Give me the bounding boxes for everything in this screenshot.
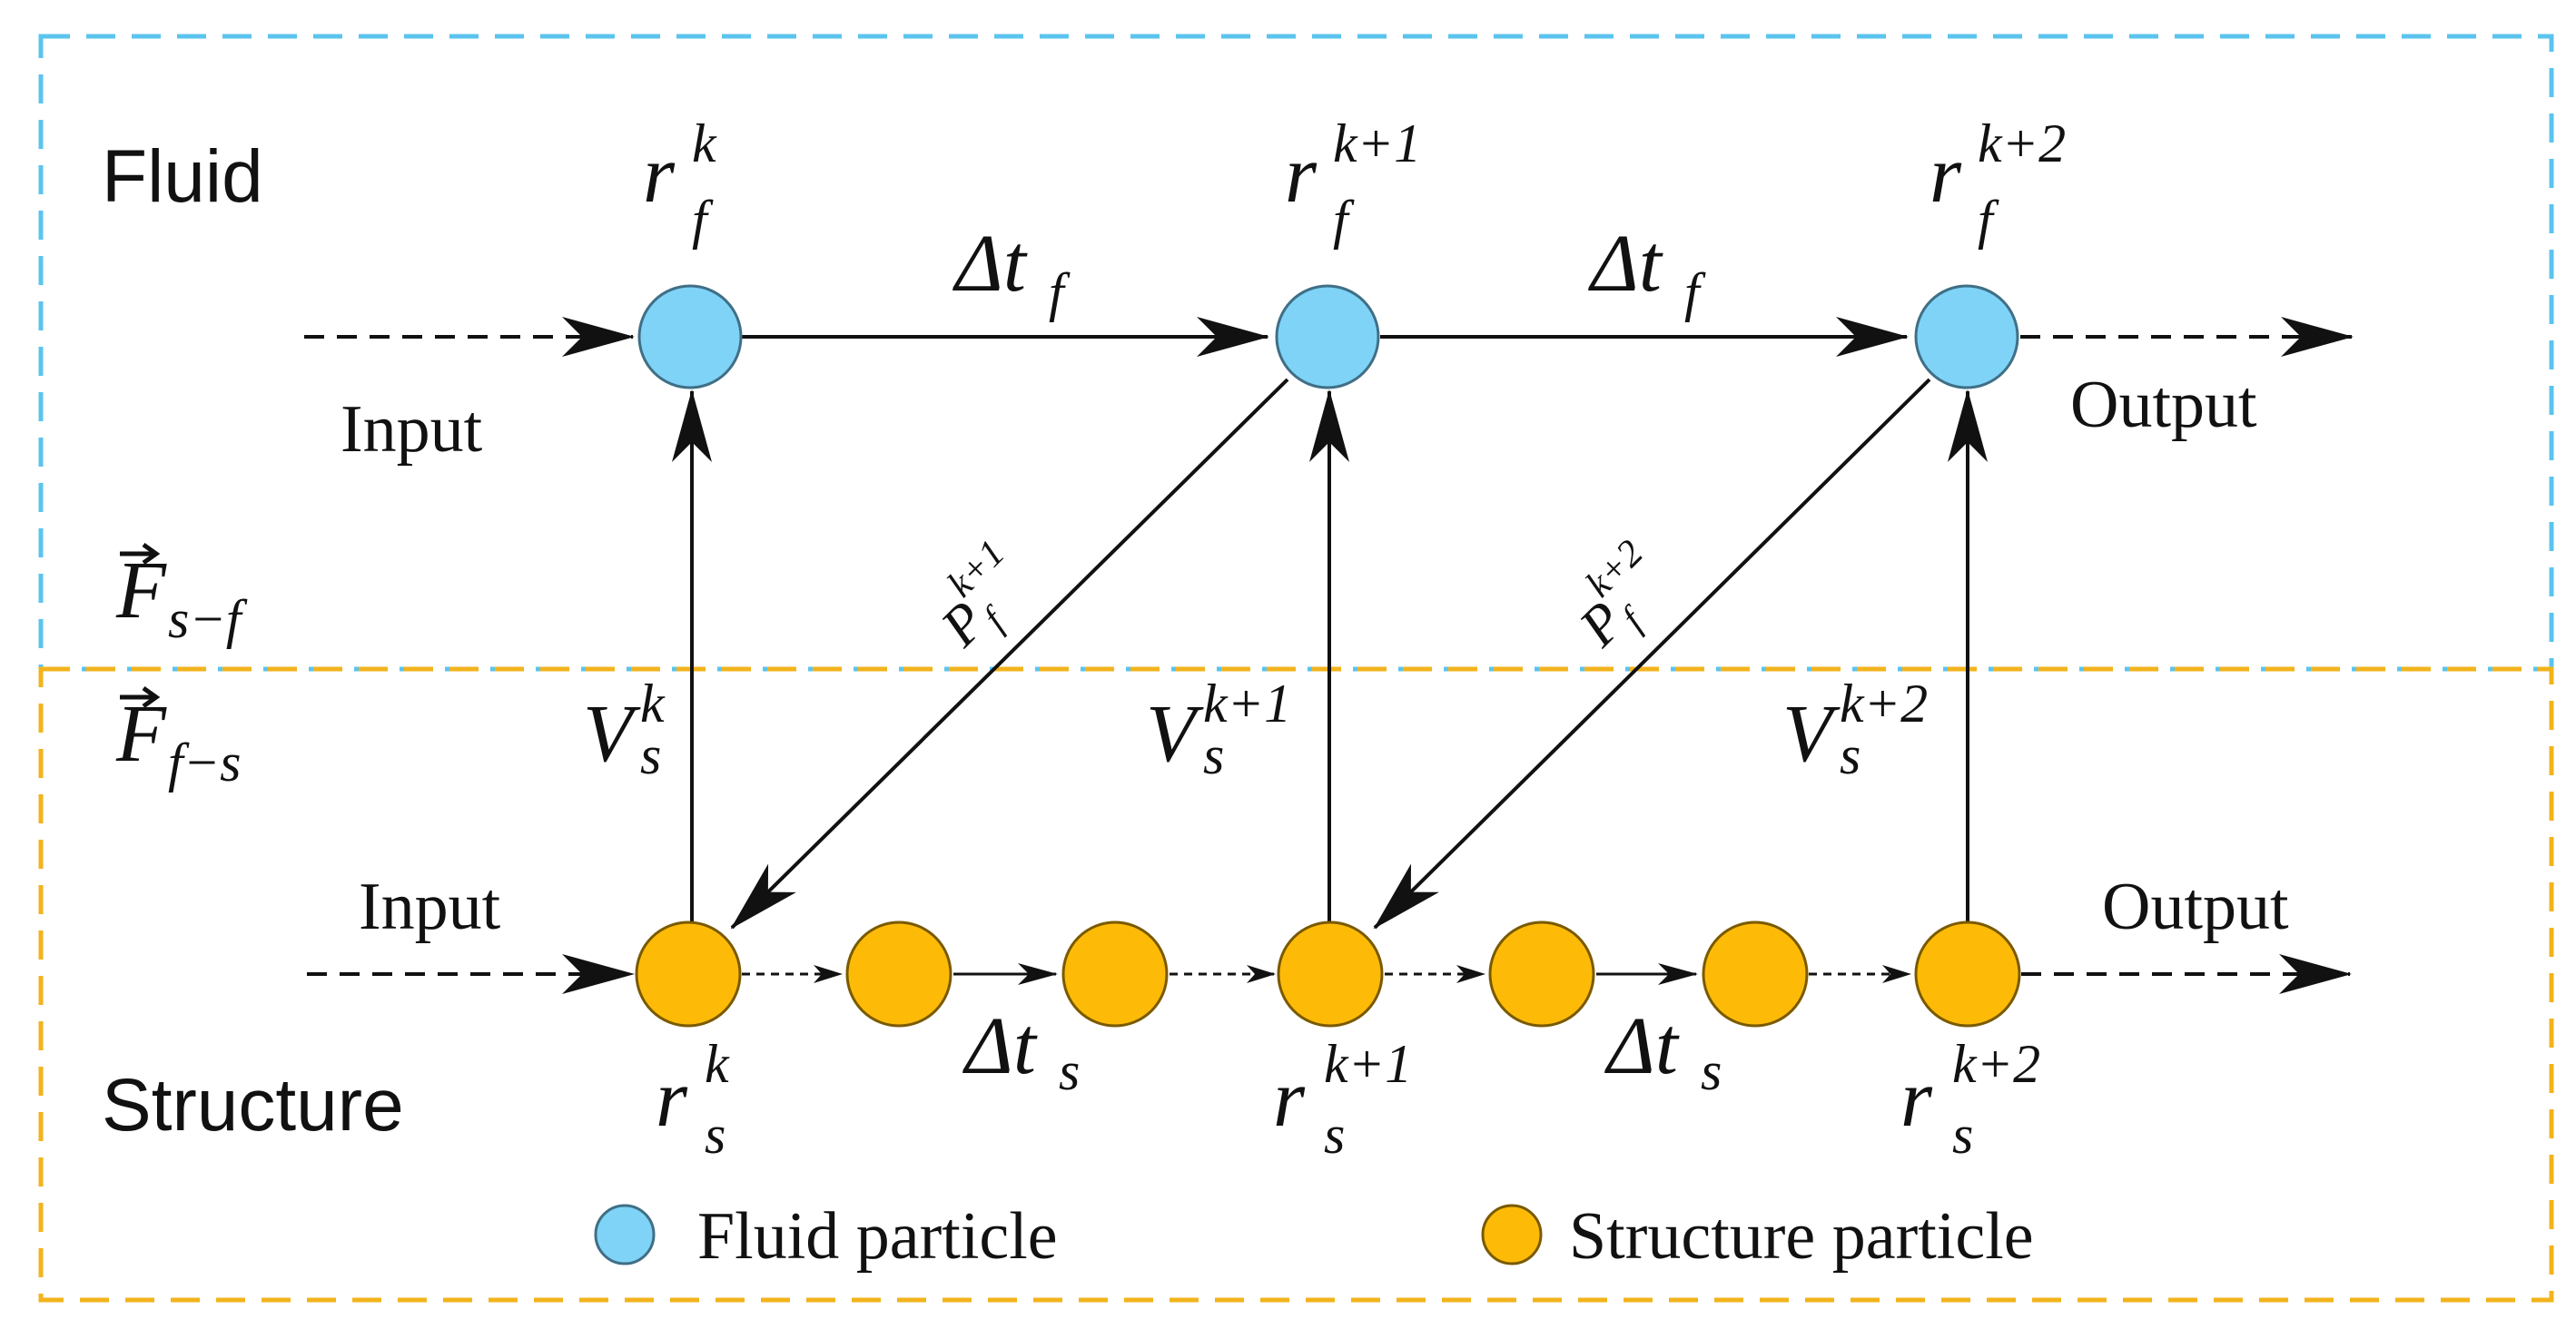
- structure-node-label-k2: r k+2 s: [1900, 1034, 2040, 1165]
- pressure-arrow-k1: [730, 378, 1289, 930]
- fluid-node-label-k1: r k+1 f: [1285, 113, 1421, 250]
- svg-text:r: r: [1900, 1054, 1933, 1144]
- pressure-label-k2: P k+2 f: [1567, 532, 1654, 658]
- svg-text:f: f: [1049, 262, 1071, 322]
- svg-text:s: s: [1324, 1105, 1345, 1165]
- velocity-label-k2: V k+2 s: [1782, 674, 1928, 785]
- pressure-label-k1: P k+1 f: [929, 532, 1016, 658]
- svg-text:s: s: [1840, 725, 1860, 785]
- structure-particle-sub-1: [845, 921, 952, 1028]
- legend-structure-label: Structure particle: [1569, 1199, 2034, 1274]
- velocity-label-k1: V k+1 s: [1146, 674, 1291, 785]
- pressure-arrow-k2: [1373, 378, 1931, 930]
- svg-text:s: s: [1203, 725, 1224, 785]
- structure-node-label-k1: r k+1 s: [1273, 1034, 1412, 1165]
- svg-text:k+2: k+2: [1952, 1034, 2040, 1094]
- structure-particle-k1: [1277, 921, 1384, 1028]
- svg-text:k+1: k+1: [1324, 1034, 1412, 1094]
- svg-text:k+1: k+1: [1203, 674, 1291, 733]
- fluid-particle-k2: [1914, 284, 2019, 389]
- fluid-particle-k: [637, 284, 743, 389]
- structure-region-label: Structure: [102, 1064, 404, 1147]
- svg-text:Δt: Δt: [952, 219, 1028, 309]
- svg-text:f: f: [1333, 190, 1355, 250]
- legend-fluid-label: Fluid particle: [697, 1199, 1058, 1274]
- fluid-output-label: Output: [2070, 368, 2257, 442]
- force-structure-to-fluid-label: F s−f: [115, 542, 248, 649]
- fluid-input-label: Input: [341, 392, 483, 467]
- force-fluid-to-structure-label: F f−s: [115, 685, 242, 793]
- fluid-region-label: Fluid: [102, 135, 263, 218]
- fluid-timestep-label-1: Δt f: [952, 219, 1071, 322]
- svg-text:Δt: Δt: [962, 1001, 1038, 1091]
- structure-particle-sub-3: [1488, 921, 1595, 1028]
- svg-text:f: f: [1978, 190, 1999, 250]
- svg-text:k: k: [705, 1034, 730, 1094]
- svg-text:r: r: [1930, 130, 1962, 220]
- structure-particle-sub-4: [1702, 921, 1809, 1028]
- svg-text:k+2: k+2: [1840, 674, 1928, 733]
- legend: Fluid particle Structure particle: [594, 1199, 2034, 1274]
- svg-text:Δt: Δt: [1588, 219, 1663, 309]
- structure-particle-k: [635, 921, 742, 1028]
- svg-text:r: r: [1285, 130, 1318, 220]
- svg-text:V: V: [1146, 689, 1204, 779]
- svg-text:k: k: [692, 113, 717, 173]
- svg-text:s−f: s−f: [168, 589, 248, 649]
- svg-text:f: f: [1684, 262, 1706, 322]
- svg-text:k: k: [640, 674, 666, 733]
- velocity-label-k: V k s: [583, 674, 666, 785]
- svg-text:r: r: [1273, 1054, 1306, 1144]
- structure-output-label: Output: [2102, 870, 2289, 944]
- svg-text:s: s: [1059, 1041, 1080, 1101]
- fluid-timestep-label-2: Δt f: [1588, 219, 1706, 322]
- svg-text:r: r: [656, 1054, 688, 1144]
- svg-text:s: s: [640, 725, 661, 785]
- svg-text:F: F: [115, 689, 167, 779]
- structure-timestep-label-1: Δt s: [962, 1001, 1080, 1101]
- structure-node-label-k: r k s: [656, 1034, 730, 1165]
- svg-text:F: F: [115, 546, 167, 635]
- structure-region-box: [38, 666, 2554, 1303]
- structure-timestep-label-2: Δt s: [1604, 1001, 1722, 1101]
- svg-text:s: s: [1701, 1041, 1722, 1101]
- fluid-region-box: [38, 34, 2554, 672]
- fluid-node-label-k2: r k+2 f: [1930, 113, 2066, 250]
- structure-particle-sub-2: [1061, 921, 1169, 1028]
- svg-text:V: V: [583, 689, 641, 779]
- svg-text:f: f: [692, 190, 714, 250]
- structure-input-label: Input: [359, 870, 501, 944]
- svg-text:r: r: [643, 130, 676, 220]
- fluid-particle-k1: [1275, 284, 1380, 389]
- structure-particle-k2: [1914, 921, 2021, 1028]
- svg-text:s: s: [1952, 1105, 1973, 1165]
- svg-text:f−s: f−s: [168, 733, 242, 793]
- svg-text:k+1: k+1: [1333, 113, 1421, 173]
- fluid-node-label-k: r k f: [643, 113, 717, 250]
- legend-fluid-swatch: [594, 1204, 656, 1265]
- svg-text:Δt: Δt: [1604, 1001, 1680, 1091]
- svg-text:k+2: k+2: [1978, 113, 2066, 173]
- legend-structure-swatch: [1481, 1204, 1543, 1265]
- svg-text:s: s: [705, 1105, 725, 1165]
- svg-text:V: V: [1782, 689, 1841, 779]
